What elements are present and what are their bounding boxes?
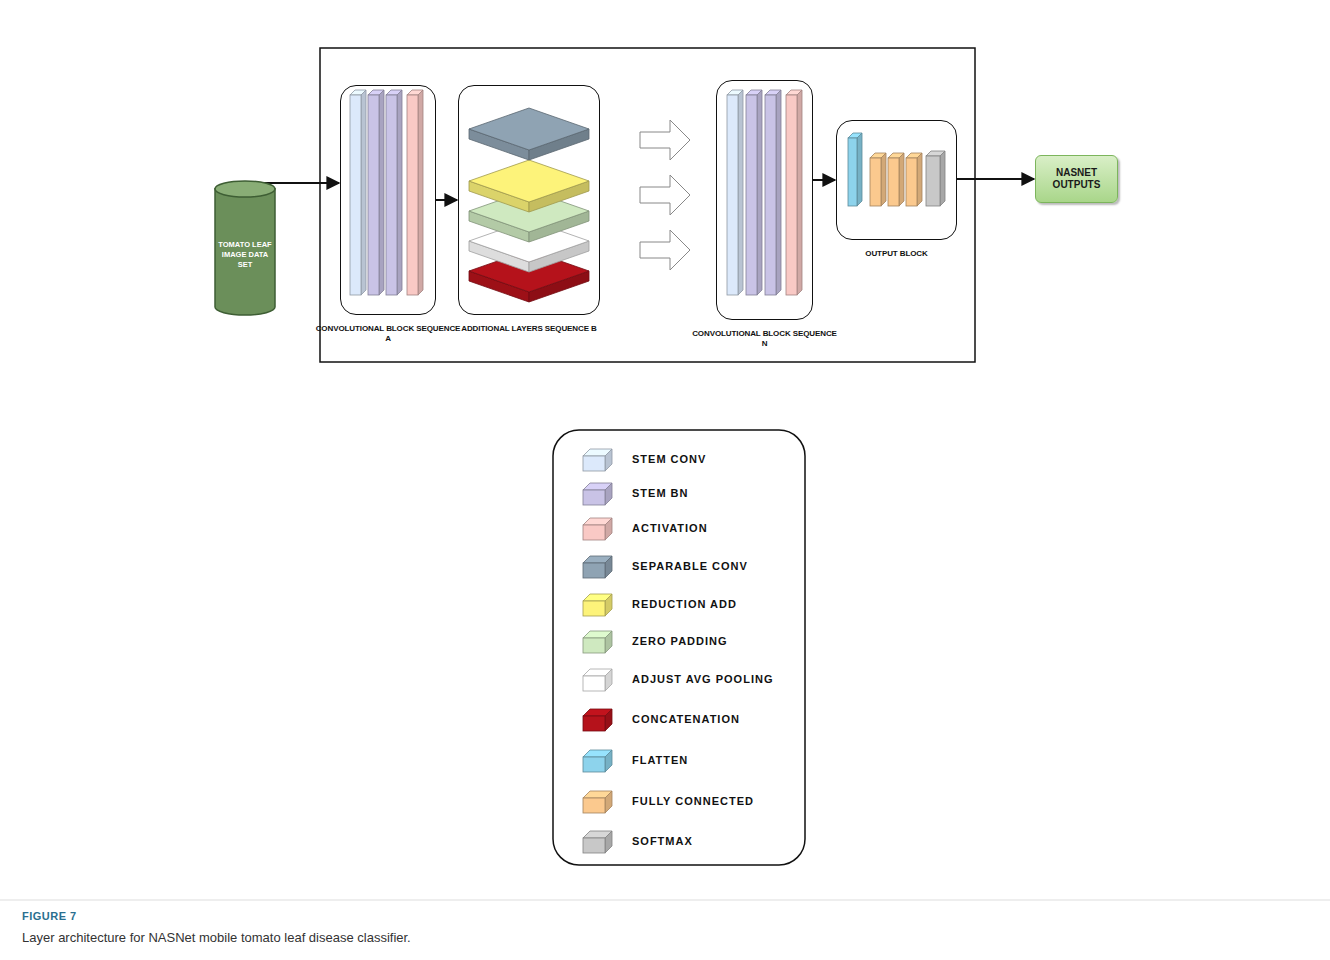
layer-bar — [727, 90, 743, 295]
figure-caption: Layer architecture for NASNet mobile tom… — [22, 930, 411, 945]
legend-swatch — [580, 515, 614, 543]
legend-label: ADJUST AVG POOLING — [632, 673, 773, 685]
layer-bar — [368, 90, 384, 295]
block-label: OUTPUT BLOCK — [822, 249, 972, 259]
layer-bar — [386, 90, 402, 295]
legend-swatch — [580, 747, 614, 775]
caption-rule — [0, 900, 1330, 901]
output-block: OUTPUT BLOCK — [836, 120, 957, 240]
legend-swatch — [580, 480, 614, 508]
repeat-arrows — [640, 120, 690, 270]
legend-swatch — [580, 788, 614, 816]
legend-label: STEM CONV — [632, 453, 706, 465]
figure-number: FIGURE 7 — [22, 910, 77, 922]
conv-block: CONVOLUTIONAL BLOCK SEQUENCE A — [340, 85, 436, 315]
layer-bar — [888, 153, 904, 206]
legend-label: CONCATENATION — [632, 713, 740, 725]
layer-bar — [906, 153, 922, 206]
connector-arrow — [957, 178, 1034, 180]
legend-label: SEPARABLE CONV — [632, 560, 748, 572]
layer-bar — [765, 90, 781, 295]
layer-bar — [746, 90, 762, 295]
layer-bar — [926, 151, 945, 206]
legend-label: SOFTMAX — [632, 835, 693, 847]
conv-block: CONVOLUTIONAL BLOCK SEQUENCE N — [716, 80, 813, 320]
node-label: TOMATO LEAF IMAGE DATA SET — [217, 240, 273, 270]
connector-arrow — [813, 179, 835, 181]
output-box: NASNET OUTPUTS — [1035, 155, 1118, 203]
hollow-arrow — [640, 230, 690, 270]
hollow-arrow — [640, 175, 690, 215]
connector-arrow — [436, 199, 457, 201]
legend-swatch — [580, 446, 614, 474]
layer-slab — [469, 108, 589, 160]
legend-swatch — [580, 628, 614, 656]
layers-block: ADDITIONAL LAYERS SEQUENCE B — [458, 85, 600, 315]
legend-label: FLATTEN — [632, 754, 688, 766]
legend-label: ACTIVATION — [632, 522, 708, 534]
node-label: NASNET OUTPUTS — [1036, 167, 1117, 191]
layer-bar — [407, 90, 423, 295]
block-label: CONVOLUTIONAL BLOCK SEQUENCE N — [690, 329, 840, 349]
layer-slabs — [469, 108, 589, 302]
hollow-arrow — [640, 120, 690, 160]
legend-label: STEM BN — [632, 487, 689, 499]
legend-swatch — [580, 828, 614, 856]
legend-swatch — [580, 666, 614, 694]
legend-label: ZERO PADDING — [632, 635, 728, 647]
block-label: CONVOLUTIONAL BLOCK SEQUENCE A — [313, 324, 463, 344]
legend-box — [553, 430, 805, 865]
legend-swatch — [580, 553, 614, 581]
legend-label: FULLY CONNECTED — [632, 795, 754, 807]
legend-label: REDUCTION ADD — [632, 598, 737, 610]
layer-bar — [870, 153, 886, 206]
block-label: ADDITIONAL LAYERS SEQUENCE B — [454, 324, 604, 334]
data-source-cylinder: TOMATO LEAF IMAGE DATA SET — [214, 180, 276, 316]
layer-bar — [350, 90, 366, 295]
outer-frame — [320, 48, 975, 362]
layer-slab — [469, 160, 589, 212]
legend-swatch — [580, 591, 614, 619]
layer-bar — [848, 133, 862, 206]
layer-bar — [786, 90, 802, 295]
legend-swatch — [580, 706, 614, 734]
